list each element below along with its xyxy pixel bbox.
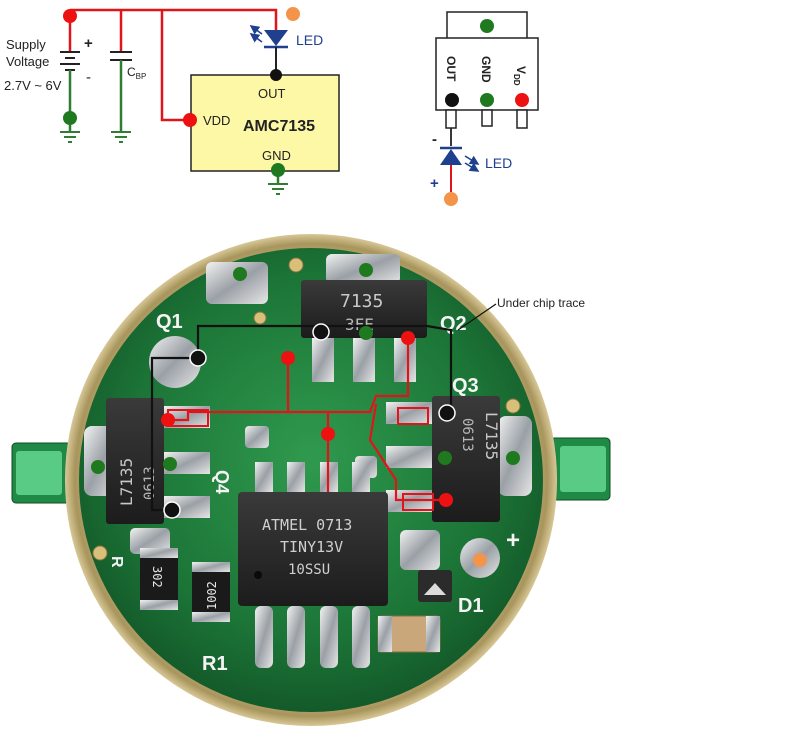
red-vdd-trace-2 <box>288 410 330 492</box>
pinout-led-anode-dot <box>444 192 458 206</box>
red-vdd-trace-4 <box>368 403 446 502</box>
chip-pin-out-label: OUT <box>258 86 286 101</box>
pinout-led-label: LED <box>485 155 512 171</box>
pinout-vdd-dot <box>515 93 529 107</box>
top-7135-chip <box>301 280 427 382</box>
supply-label-line2: Voltage <box>6 54 49 69</box>
led-anode-dot <box>286 7 300 21</box>
solder-pad-top-left <box>206 262 268 304</box>
atmel-tiny13-chip <box>238 462 388 668</box>
annotation-pointer <box>457 303 497 331</box>
tab-gnd-dot <box>480 19 494 33</box>
solder-pad-bottom-left <box>130 528 170 554</box>
pinout-minus-sign: - <box>432 131 437 148</box>
chip-name: AMC7135 <box>243 118 315 135</box>
silk-q3: Q3 <box>452 375 479 397</box>
supply-positive-dot <box>63 9 77 23</box>
board-gnd-dot-4 <box>91 460 105 474</box>
led-label: LED <box>296 32 323 48</box>
board-out-dot-2 <box>312 323 330 341</box>
silk-plus: + <box>506 527 520 554</box>
silk-q4: Q4 <box>212 470 232 494</box>
solder-pad-q1 <box>149 336 201 388</box>
battery-plus-sign: + <box>84 35 93 52</box>
mcu-marking-line2: TINY13V <box>280 538 343 556</box>
solder-pad-via1 <box>245 426 269 448</box>
led-symbol <box>249 20 288 75</box>
resistor-1002-label: 1002 <box>205 581 219 610</box>
board-out-dot-1 <box>189 349 207 367</box>
black-out-trace-left <box>150 356 198 512</box>
chip-pin-vdd-label: VDD <box>203 113 230 128</box>
pinout-gnd-dot <box>480 93 494 107</box>
red-pad-outline-3 <box>397 407 429 425</box>
top-rail-wire <box>70 8 278 20</box>
resistor-1002 <box>192 562 230 622</box>
silk-q2: Q2 <box>440 313 467 335</box>
board-out-dot-4 <box>163 501 181 519</box>
capacitor-ground-symbol <box>111 131 131 143</box>
board-gnd-dot-2 <box>359 263 373 277</box>
package-pin-mid <box>481 109 493 127</box>
battery-minus-sign: - <box>86 69 91 86</box>
solder-pad-d1 <box>400 530 440 570</box>
package-pin-right <box>516 109 528 129</box>
pinout-vdd-label: VDD <box>512 66 528 86</box>
mcu-marking-line1: ATMEL 0713 <box>262 516 352 534</box>
board-gnd-dot-6 <box>438 451 452 465</box>
resistor-302-label: 302 <box>150 566 164 588</box>
board-vdd-dot-2 <box>401 331 415 345</box>
under-chip-trace-label: Under chip trace <box>497 296 585 310</box>
vdd-wire <box>160 10 190 122</box>
supply-range-label: 2.7V ~ 6V <box>4 78 62 93</box>
board-gnd-dot-1 <box>233 267 247 281</box>
schematic: + - Supply Voltage 2.7V ~ 6V CBP <box>4 7 340 195</box>
right-chip-code: 0613 <box>459 418 475 452</box>
vdd-pin-dot <box>183 113 197 127</box>
amc7135-chip-box <box>190 74 340 172</box>
silk-r2: R <box>108 556 125 568</box>
top-chip-marking: 7135 <box>340 291 383 312</box>
board-gnd-dot-3 <box>359 326 373 340</box>
supply-negative-dot <box>63 111 77 125</box>
out-pin-dot <box>270 69 282 81</box>
black-out-trace <box>196 324 453 413</box>
red-pad-outline-1 <box>402 493 434 511</box>
red-vdd-trace <box>168 356 290 422</box>
left-chip-marking: L7135 <box>117 458 136 506</box>
capacitor-symbol <box>110 51 132 132</box>
pcb-board: 7135 3FE L7135 0613 L7135 0613 <box>11 234 611 726</box>
pinout-out-label: OUT <box>444 56 458 82</box>
package-pinout: OUT GND VDD - + LED <box>430 11 539 206</box>
supply-label-line1: Supply <box>6 37 46 52</box>
board-out-dot-3 <box>438 404 456 422</box>
red-vdd-trace-3 <box>328 338 410 414</box>
silk-d1: D1 <box>458 595 484 617</box>
board-vdd-dot-4 <box>321 427 335 441</box>
pinout-plus-sign: + <box>430 175 439 192</box>
board-gnd-dot-5 <box>163 457 177 471</box>
capacitor-label: CBP <box>127 65 146 81</box>
left-chip-code: 0613 <box>142 466 158 500</box>
pinout-gnd-label: GND <box>479 56 493 83</box>
right-chip-marking: L7135 <box>482 412 501 460</box>
pinout-out-dot <box>445 93 459 107</box>
board-vdd-dot-5 <box>439 493 453 507</box>
board-vdd-dot-1 <box>281 351 295 365</box>
pinout-led-symbol <box>440 146 480 192</box>
mcu-marking-line3: 10SSU <box>288 562 330 578</box>
gnd-pin-dot <box>271 163 285 177</box>
silk-r1: R1 <box>202 653 228 675</box>
package-pin-left <box>445 109 457 129</box>
board-gnd-dot-7 <box>506 451 520 465</box>
resistor-302 <box>140 548 178 610</box>
board-vdd-dot-3 <box>161 413 175 427</box>
chip-pin-gnd-label: GND <box>262 148 291 163</box>
battery-symbol <box>60 38 80 118</box>
board-led-anode-dot <box>473 553 487 567</box>
silk-q1: Q1 <box>156 311 183 333</box>
